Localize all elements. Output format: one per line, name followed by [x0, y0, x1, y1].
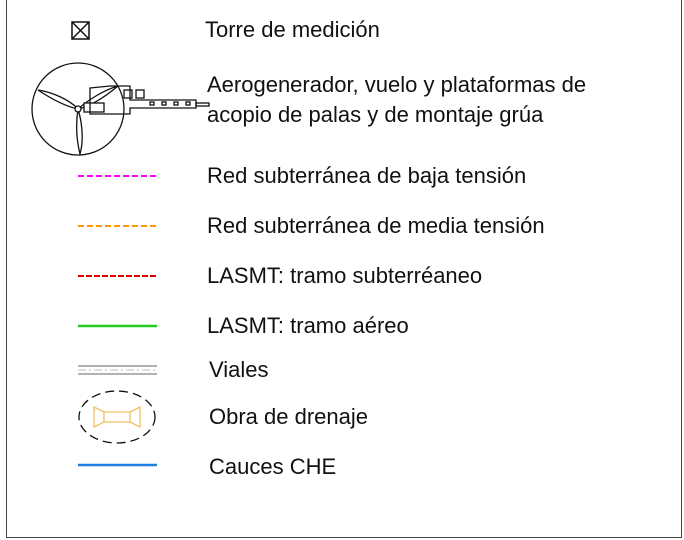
roads-line	[78, 365, 157, 375]
legend-label-lasmt-aerial: LASMT: tramo aéreo	[207, 313, 409, 338]
wind-turbine-icon	[31, 62, 210, 157]
legend-label-medium-voltage: Red subterránea de media tensión	[207, 213, 545, 238]
legend-label-low-voltage: Red subterránea de baja tensión	[207, 163, 527, 188]
legend-frame	[6, 0, 682, 538]
legend-label-roads: Viales	[209, 357, 269, 382]
boxed-x-icon	[71, 21, 90, 40]
legend-label-lasmt-underground: LASMT: tramo subterréaneo	[207, 263, 483, 288]
legend-label-drainage: Obra de drenaje	[209, 404, 368, 429]
culvert-icon	[78, 390, 156, 444]
legend-label-tower: Torre de medición	[205, 17, 380, 42]
legend-label-streams: Cauces CHE	[209, 454, 337, 479]
legend-label-turbine-line2: acopio de palas y de montaje grúa	[207, 102, 544, 127]
legend-label-turbine-line1: Aerogenerador, vuelo y plataformas de	[207, 72, 587, 97]
